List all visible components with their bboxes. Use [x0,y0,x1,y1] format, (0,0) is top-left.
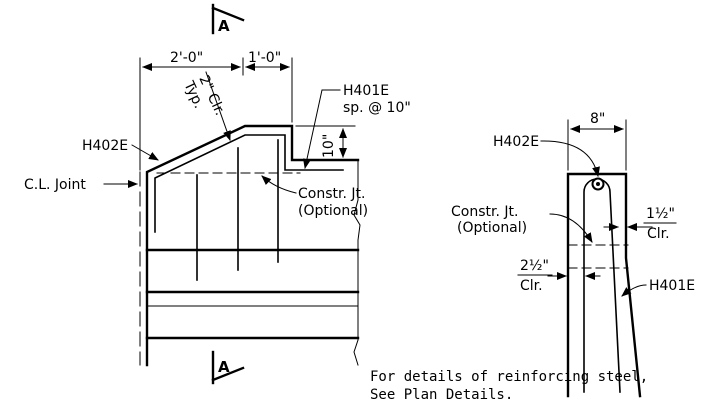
section-bar-h401e-label: H401E [649,278,695,294]
right-clear-value: 1½" [646,206,675,222]
constr-jt-label: Constr. Jt. [298,186,365,202]
stirrup-h401e [583,178,621,393]
section-cut-top: A [211,3,245,35]
section-constr-jt-note: (Optional) [457,220,527,236]
left-clear-unit: Clr. [520,278,543,294]
section-cut-bottom: A [211,350,245,385]
footnote-line-2: See Plan Details. [370,387,513,403]
section-mark-bottom-label: A [218,358,230,376]
dim-width-right: 1'-0" [248,50,281,66]
section-mark-top-label: A [218,17,230,35]
footnote-line-1: For details of reinforcing steel, [370,369,648,385]
section-view: 8" H402E Constr. Jt. (Optional) 1½" Clr.… [451,111,695,398]
curb-outline [145,124,360,367]
dim-width-left: 2'-0" [170,50,203,66]
bar-h401e-label: H401E [343,83,389,99]
left-clear-value: 2½" [520,258,549,274]
bar-h402e-label: H402E [82,138,128,154]
constr-jt-note: (Optional) [298,203,368,219]
cl-joint-label: C.L. Joint [24,177,86,193]
section-constr-jt-label: Constr. Jt. [451,204,518,220]
right-clear-unit: Clr. [647,226,670,242]
section-outline [566,172,642,398]
elevation-view: 2'-0" 1'-0" 2" Clr. Typ. H401E sp. @ 10"… [24,50,411,367]
section-bar-h402e-label: H402E [493,134,539,150]
bar-h401e-spacing: sp. @ 10" [343,100,411,116]
bar-h402e-elevation [154,134,344,233]
section-width-dim: 8" [590,111,605,127]
footnote: For details of reinforcing steel, See Pl… [370,369,648,403]
height-dim: 10" [321,134,337,158]
